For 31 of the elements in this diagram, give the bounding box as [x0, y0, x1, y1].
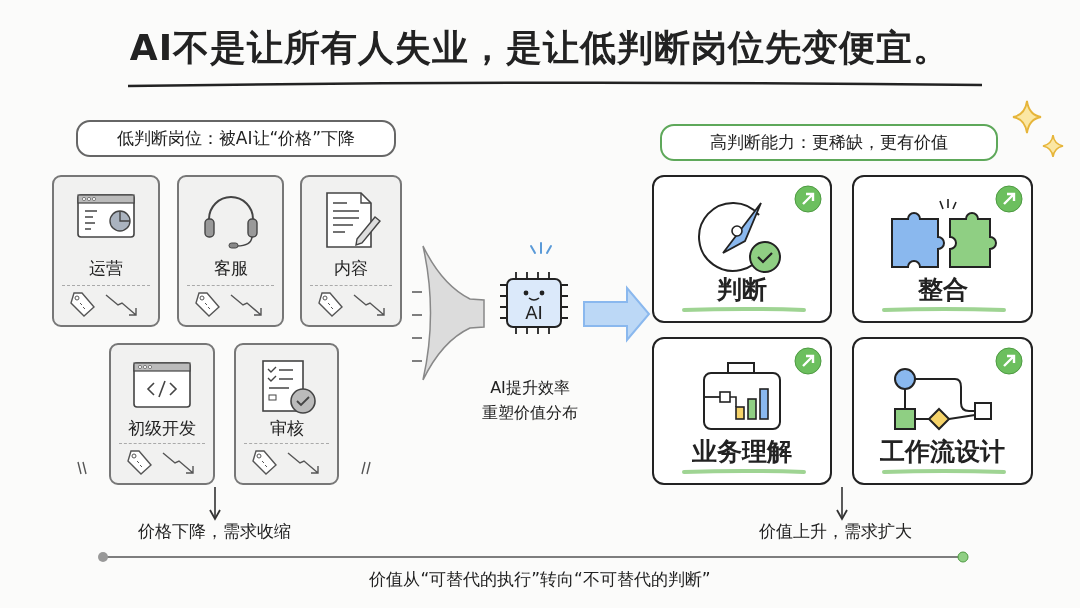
- job-card: [177, 175, 284, 327]
- footer-text: 价值从“可替代的执行”转向“不可替代的判断”: [368, 568, 712, 591]
- job-card: [234, 343, 339, 485]
- chip-label: AI: [524, 302, 544, 323]
- card-label: 运营: [88, 257, 124, 280]
- block-arrow: [583, 285, 651, 343]
- skill-card: [652, 337, 832, 485]
- caption-text: AI提升效率: [489, 378, 571, 399]
- card-label: 审核: [268, 417, 305, 440]
- card-label: 客服: [212, 257, 249, 280]
- card-label: 内容: [333, 257, 369, 280]
- title: AI不是让所有人失业，是让低判断岗位先变便宜。: [128, 26, 952, 70]
- skill-card: [852, 175, 1033, 323]
- card-label: 初级开发: [127, 417, 197, 440]
- ai-chip: [500, 272, 568, 334]
- caption-text: 重塑价值分布: [481, 403, 579, 424]
- card-label: 工作流设计: [879, 436, 1006, 468]
- result-text: 价值上升，需求扩大: [735, 520, 935, 546]
- heading-pill: 低判断岗位：被AI让“价格”下降: [76, 120, 396, 157]
- job-card: [300, 175, 402, 327]
- skill-card: [652, 175, 832, 323]
- card-label: 整合: [916, 274, 969, 306]
- heading-pill: 高判断能力：更稀缺，更有价值: [660, 124, 998, 161]
- arrow: [209, 486, 221, 520]
- skill-card: [852, 337, 1033, 485]
- card-label: 业务理解: [691, 436, 793, 468]
- job-card: [52, 175, 160, 327]
- funnel-shape: [422, 245, 486, 381]
- result-text: 价格下降，需求收缩: [112, 520, 317, 546]
- job-card: [109, 343, 215, 485]
- card-label: 判断: [716, 274, 768, 306]
